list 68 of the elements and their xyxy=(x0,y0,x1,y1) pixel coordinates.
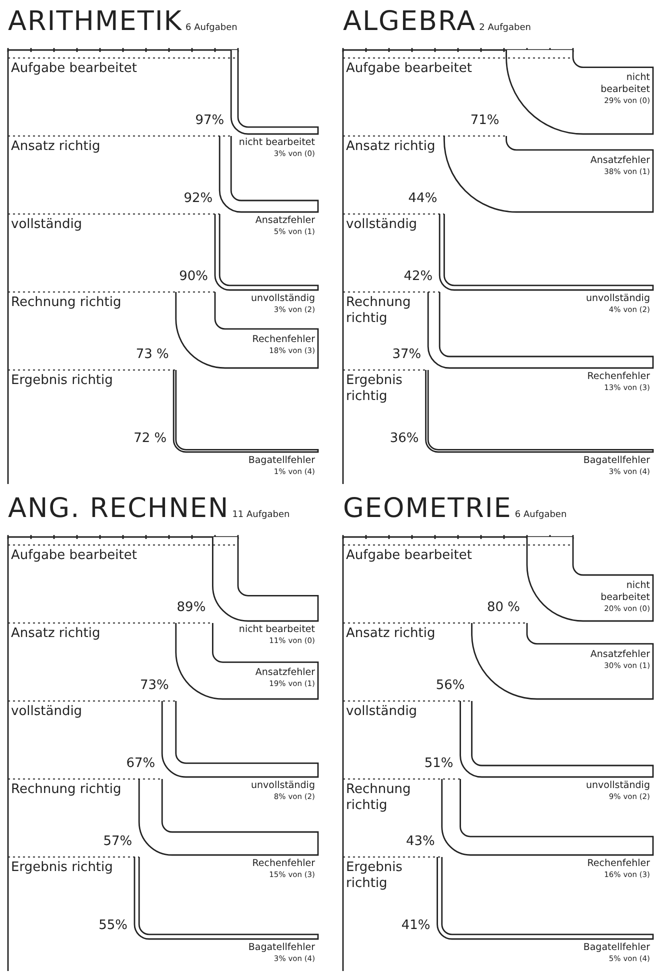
percent-label: 73 % xyxy=(136,347,169,362)
percent-label: 90% xyxy=(179,269,208,284)
loss-label: nicht bearbeitet xyxy=(238,624,315,636)
step-label: Ansatz richtig xyxy=(11,626,100,642)
panel-title: ALGEBRA xyxy=(343,6,476,37)
step-label: Aufgabe bearbeitet xyxy=(346,61,472,77)
loss-label: Rechenfehler xyxy=(586,371,650,383)
task-count-label: 6 Aufgaben xyxy=(186,23,238,33)
panel-title: ANG. RECHNEN xyxy=(8,493,230,524)
loss-label: nicht bearbeitet xyxy=(600,580,650,604)
percent-label: 73% xyxy=(140,678,169,693)
loss-label: Rechenfehler xyxy=(586,858,650,870)
percent-label: 72 % xyxy=(134,431,167,446)
task-count-label: 2 Aufgaben xyxy=(479,23,531,33)
percent-label: 89% xyxy=(176,600,206,615)
loss-label: unvollständig xyxy=(250,780,315,792)
step-label: vollständig xyxy=(11,704,82,720)
task-count-label: 6 Aufgaben xyxy=(514,510,567,520)
percent-label: 42% xyxy=(404,269,433,284)
step-label: Ergebnis richtig xyxy=(346,860,404,892)
step-label: Rechnung richtig xyxy=(346,782,412,814)
percent-label: 56% xyxy=(436,678,465,693)
step-label: Ergebnis richtig xyxy=(11,373,113,389)
loss-label: Bagatellfehler xyxy=(582,455,650,467)
percent-label: 44% xyxy=(408,191,438,206)
step-label: vollständig xyxy=(346,704,418,720)
percent-label: 57% xyxy=(103,834,132,849)
loss-label: Bagatellfehler xyxy=(247,942,315,954)
step-label: Aufgabe bearbeitet xyxy=(11,61,137,77)
step-label: Ergebnis richtig xyxy=(11,860,113,876)
step-label: vollständig xyxy=(346,217,418,233)
percent-label: 37% xyxy=(392,347,422,362)
percent-label: 97% xyxy=(195,113,224,128)
percent-label: 51% xyxy=(424,756,454,771)
loss-label: unvollständig xyxy=(585,780,650,792)
loss-label: Rechenfehler xyxy=(251,858,315,870)
loss-label: unvollständig xyxy=(250,293,315,305)
loss-label: nicht bearbeitet xyxy=(238,137,315,149)
step-label: Ergebnis richtig xyxy=(346,373,404,405)
percent-label: 41% xyxy=(401,918,430,933)
loss-label: Ansatzfehler xyxy=(254,215,315,227)
loss-label: Bagatellfehler xyxy=(582,942,650,954)
step-label: Ansatz richtig xyxy=(346,139,436,155)
step-label: Ansatz richtig xyxy=(11,139,100,155)
panel-title: GEOMETRIE xyxy=(343,493,512,524)
loss-label: Rechenfehler xyxy=(251,334,315,346)
loss-label: unvollständig xyxy=(585,293,650,305)
percent-label: 55% xyxy=(98,918,128,933)
step-label: Rechnung richtig xyxy=(11,295,122,311)
loss-label: Ansatzfehler xyxy=(589,648,650,661)
step-label: Ansatz richtig xyxy=(346,626,436,642)
percent-label: 92% xyxy=(184,191,213,206)
task-count-label: 11 Aufgaben xyxy=(232,510,290,520)
percent-label: 80 % xyxy=(486,600,520,615)
percent-label: 67% xyxy=(126,756,156,771)
panel-title: ARITHMETIK xyxy=(8,6,183,37)
percent-label: 71% xyxy=(470,113,500,128)
step-label: Aufgabe bearbeitet xyxy=(346,548,472,564)
percent-label: 43% xyxy=(406,834,435,849)
percent-label: 36% xyxy=(390,431,419,446)
step-label: Aufgabe bearbeitet xyxy=(11,548,137,564)
loss-label: Ansatzfehler xyxy=(589,154,650,167)
step-label: vollständig xyxy=(11,217,82,233)
step-label: Rechnung richtig xyxy=(11,782,122,798)
loss-label: Bagatellfehler xyxy=(247,455,315,467)
loss-label: Ansatzfehler xyxy=(254,667,315,680)
step-label: Rechnung richtig xyxy=(346,295,412,327)
loss-label: nicht bearbeitet xyxy=(600,72,650,96)
